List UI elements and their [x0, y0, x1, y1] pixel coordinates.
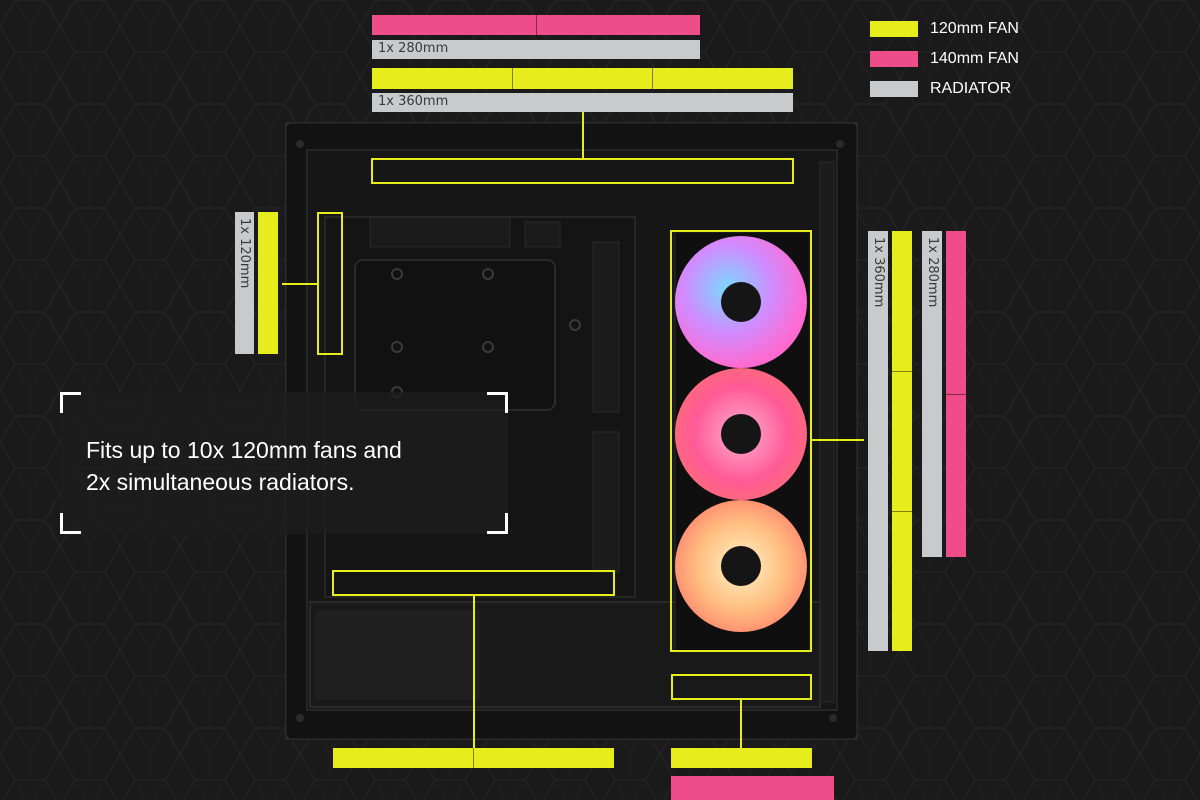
rear-120mm-fan-bar: [258, 212, 278, 354]
callout-text: Fits up to 10x 120mm fans and 2x simulta…: [86, 434, 488, 498]
top-360mm-radiator-bar: 1x 360mm: [372, 93, 793, 112]
bottom-rear-140mm-fan-bar: [671, 776, 834, 800]
side-leader-line: [812, 439, 864, 441]
top-360mm-label: 1x 360mm: [378, 94, 449, 109]
side-360mm-label: 1x 360mm: [871, 237, 886, 308]
legend-swatch-140mm: [870, 51, 918, 67]
callout-line-2: 2x simultaneous radiators.: [86, 469, 355, 495]
side-120mm-fan-bar: [892, 231, 912, 651]
legend-swatch-radiator: [870, 81, 918, 97]
top-leader-line: [582, 112, 584, 158]
legend-item-radiator: RADIATOR: [870, 74, 1019, 104]
top-mount-outline: [371, 158, 794, 184]
rear-leader-line: [282, 283, 317, 285]
legend-item-120mm-fan: 120mm FAN: [870, 14, 1019, 44]
callout-line-1: Fits up to 10x 120mm fans and: [86, 437, 402, 463]
rear-mount-outline: [317, 212, 343, 355]
side-mount-outline: [670, 230, 812, 652]
bottom-rear-leader-line: [740, 700, 742, 748]
bottom-120mm-fan-bar: [333, 748, 614, 768]
top-140mm-fan-bar: [372, 15, 700, 35]
bottom-rear-mount-outline: [671, 674, 812, 700]
side-140mm-fan-bar: [946, 231, 966, 557]
legend-item-140mm-fan: 140mm FAN: [870, 44, 1019, 74]
legend-label: 140mm FAN: [930, 50, 1019, 67]
top-280mm-label: 1x 280mm: [378, 41, 449, 56]
bottom-rear-120mm-fan-bar: [671, 748, 812, 768]
side-280mm-radiator-bar: 1x 280mm: [922, 231, 942, 557]
rear-120mm-label: 1x 120mm: [237, 218, 252, 289]
legend-swatch-120mm: [870, 21, 918, 37]
rear-120mm-radiator-bar: 1x 120mm: [235, 212, 254, 354]
legend: 120mm FAN 140mm FAN RADIATOR: [870, 14, 1019, 104]
bottom-mount-outline: [332, 570, 615, 596]
side-360mm-radiator-bar: 1x 360mm: [868, 231, 888, 651]
top-120mm-fan-bar: [372, 68, 793, 89]
top-280mm-radiator-bar: 1x 280mm: [372, 40, 700, 59]
feature-callout: Fits up to 10x 120mm fans and 2x simulta…: [60, 392, 508, 534]
bottom-leader-line: [473, 596, 475, 748]
legend-label: RADIATOR: [930, 80, 1012, 97]
side-280mm-label: 1x 280mm: [925, 237, 940, 308]
legend-label: 120mm FAN: [930, 20, 1019, 37]
